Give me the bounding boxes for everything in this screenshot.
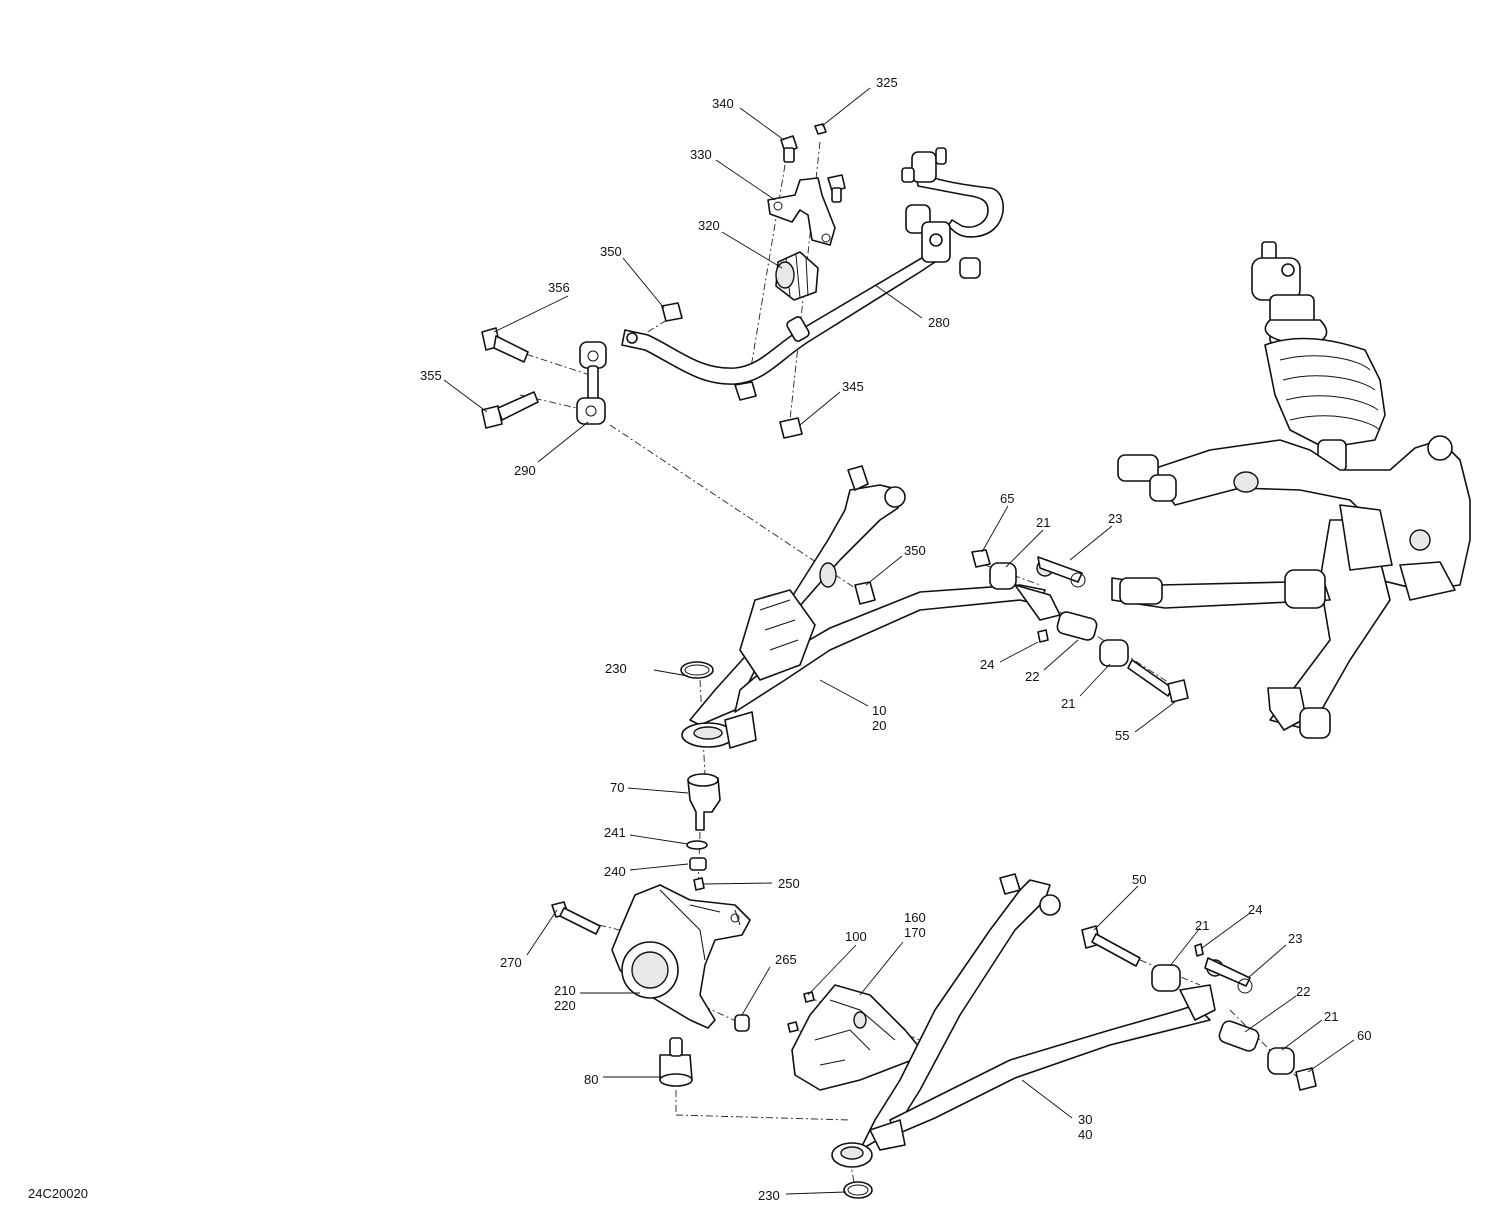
bolt-356 [481,327,529,363]
pin-325 [814,123,827,135]
callout-350-b: 350 [904,543,926,558]
clamp-330 [767,177,836,246]
callout-280: 280 [928,315,950,330]
callout-21-b: 21 [1061,696,1075,711]
callout-20: 20 [872,718,886,733]
side-assembly [1111,435,1471,739]
callout-80: 80 [584,1072,598,1087]
callout-250: 250 [778,876,800,891]
upper-a-arm [681,465,1061,749]
bolt-355 [481,391,539,429]
callout-21-c: 21 [1195,918,1209,933]
ball-joint-70 [686,773,721,891]
callout-290: 290 [514,463,536,478]
callout-40: 40 [1078,1127,1092,1142]
nut-350a [661,302,683,322]
lower-a-arm [831,873,1216,1168]
callout-355: 355 [420,368,442,383]
hardware-lower-right [1081,925,1317,1091]
callout-21-a: 21 [1036,515,1050,530]
callout-270: 270 [500,955,522,970]
callout-30: 30 [1078,1112,1092,1127]
callout-265: 265 [775,952,797,967]
bolt-330b [827,174,846,203]
callout-22-a: 22 [1025,669,1039,684]
callout-65: 65 [1000,491,1014,506]
callout-241: 241 [604,825,626,840]
hardware-upper-right [854,549,1189,703]
callout-240: 240 [604,864,626,879]
skid-guard [787,984,921,1091]
callout-22-b: 22 [1296,984,1310,999]
callout-24-b: 24 [1248,902,1262,917]
callout-320: 320 [698,218,720,233]
callout-230-b: 230 [758,1188,780,1203]
callout-60: 60 [1357,1028,1371,1043]
bushing-320 [775,251,819,301]
diagram-reference-code: 24C20020 [28,1186,88,1201]
steering-knuckle [551,884,751,1032]
callout-330: 330 [690,147,712,162]
callout-23-b: 23 [1288,931,1302,946]
callout-55: 55 [1115,728,1129,743]
callout-345: 345 [842,379,864,394]
stabilizer-bar [621,147,1004,385]
leader-lines [443,87,1355,1195]
callout-50: 50 [1132,872,1146,887]
ring-230-bottom [843,1181,873,1199]
nut-345 [734,381,803,439]
callout-356: 356 [548,280,570,295]
callout-24-a: 24 [980,657,994,672]
shock-absorber [1251,241,1386,473]
callout-21-d: 21 [1324,1009,1338,1024]
callout-210: 210 [554,983,576,998]
callout-220: 220 [554,998,576,1013]
callout-70: 70 [610,780,624,795]
stabilizer-link-290 [576,341,607,425]
callout-100: 100 [845,929,867,944]
ball-joint-80 [659,1037,693,1087]
bolt-340 [780,135,798,163]
callout-23-a: 23 [1108,511,1122,526]
callout-labels: 340 325 330 320 350 356 280 355 345 290 … [420,75,1371,1203]
callout-10: 10 [872,703,886,718]
callout-160: 160 [904,910,926,925]
callout-340: 340 [712,96,734,111]
ring-230-top [680,661,714,679]
callout-350-a: 350 [600,244,622,259]
callout-170: 170 [904,925,926,940]
callout-325: 325 [876,75,898,90]
callout-230-a: 230 [605,661,627,676]
